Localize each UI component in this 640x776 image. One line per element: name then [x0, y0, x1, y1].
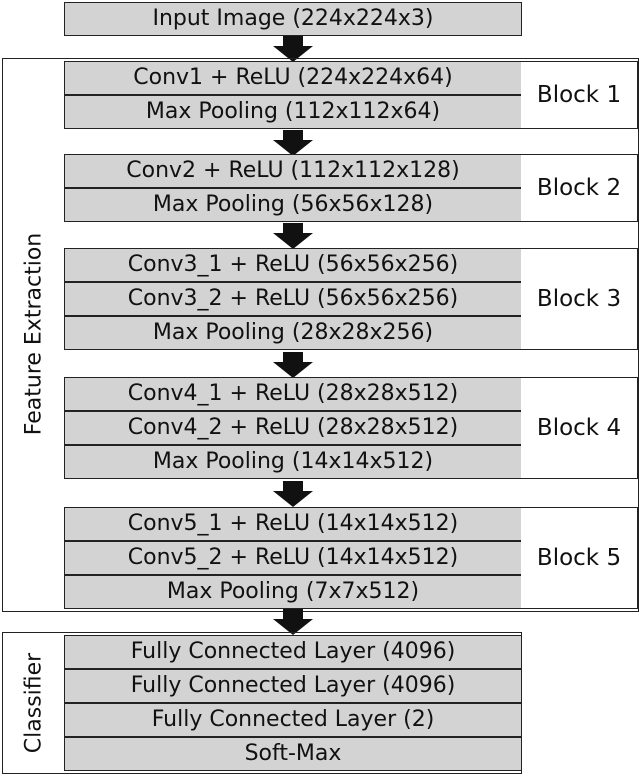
- arrow-down-icon: [273, 609, 313, 637]
- block2-pool-layer: Max Pooling (56x56x128): [64, 188, 522, 222]
- block1-conv-layer: Conv1 + ReLU (224x224x64): [64, 61, 522, 95]
- block2-label: Block 2: [521, 154, 638, 222]
- block5-pool-layer: Max Pooling (7x7x512): [64, 575, 522, 609]
- classifier-label: Classifier: [21, 652, 47, 754]
- block4-label: Block 4: [521, 377, 638, 479]
- feature-extraction-label: Feature Extraction: [21, 232, 47, 436]
- block3-label: Block 3: [521, 248, 638, 350]
- block3-conv2-layer: Conv3_2 + ReLU (56x56x256): [64, 282, 522, 316]
- block3-pool-layer: Max Pooling (28x28x256): [64, 316, 522, 350]
- fc-layer-2: Fully Connected Layer (4096): [64, 669, 522, 703]
- feature-extraction-frame: [2, 58, 639, 612]
- input-image-layer: Input Image (224x224x3): [64, 2, 522, 36]
- fc-layer-1: Fully Connected Layer (4096): [64, 635, 522, 669]
- arrow-down-icon: [273, 352, 313, 380]
- block4-conv2-layer: Conv4_2 + ReLU (28x28x512): [64, 411, 522, 445]
- block2-conv-layer: Conv2 + ReLU (112x112x128): [64, 154, 522, 188]
- block1-label: Block 1: [521, 61, 638, 129]
- block4-pool-layer: Max Pooling (14x14x512): [64, 445, 522, 479]
- arrow-down-icon: [273, 130, 313, 158]
- arrow-down-icon: [273, 481, 313, 509]
- fc-layer-3: Fully Connected Layer (2): [64, 703, 522, 737]
- softmax-layer: Soft-Max: [64, 737, 522, 771]
- block5-conv2-layer: Conv5_2 + ReLU (14x14x512): [64, 541, 522, 575]
- block4-conv1-layer: Conv4_1 + ReLU (28x28x512): [64, 377, 522, 411]
- block3-conv1-layer: Conv3_1 + ReLU (56x56x256): [64, 248, 522, 282]
- block1-pool-layer: Max Pooling (112x112x64): [64, 95, 522, 129]
- block5-conv1-layer: Conv5_1 + ReLU (14x14x512): [64, 507, 522, 541]
- arrow-down-icon: [273, 223, 313, 251]
- block5-label: Block 5: [521, 507, 638, 609]
